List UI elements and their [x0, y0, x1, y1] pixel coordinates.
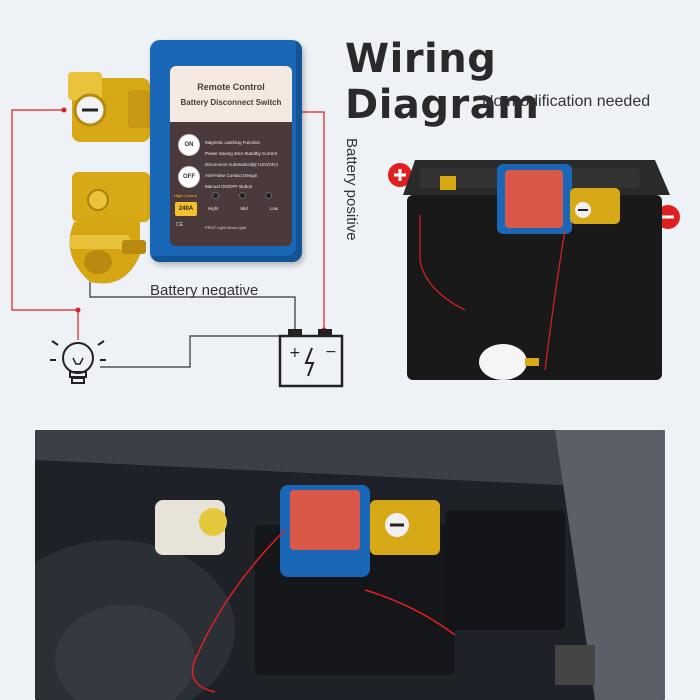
- feature-item: Anti-False Contact Design: [205, 173, 258, 178]
- battery-negative-label: Battery negative: [150, 282, 259, 299]
- feature-item: Magnetic Latching Function: [205, 140, 261, 145]
- on-button[interactable]: ON: [178, 134, 200, 156]
- device-panel-header: [170, 66, 292, 122]
- device-title: Remote Control: [197, 82, 265, 92]
- amp-badge: 240A: [175, 202, 197, 216]
- indicator-light-icon: [212, 192, 219, 199]
- feature-item: Manual ON/OFF Button: [205, 184, 253, 189]
- indicator-lights: [212, 192, 272, 199]
- page-title: Wiring Diagram: [345, 36, 540, 128]
- indicator-label: Low: [269, 206, 278, 211]
- battery-positive-label: Battery positive: [343, 138, 360, 241]
- feature-item: Power Saving 3mA Standby Current: [205, 151, 278, 156]
- negative-terminal-gold: [68, 72, 150, 142]
- feature-list: Magnetic Latching Function Power Saving …: [205, 137, 290, 192]
- wire-negative-dark: [89, 282, 296, 330]
- indicator-light-icon: [265, 192, 272, 199]
- off-button[interactable]: OFF: [178, 166, 200, 188]
- indicator-label: Mid: [240, 206, 248, 211]
- wire-bulb-dark: [100, 335, 285, 368]
- battery-clamp-gold: [69, 172, 150, 284]
- indicator-label: Hight: [208, 206, 219, 211]
- indicator-labels: Hight Mid Low: [208, 206, 278, 211]
- battery-symbol-icon: + −: [278, 329, 344, 388]
- feature-item: Disconnect Automatically(>12V/24V): [205, 162, 278, 167]
- wire-negative-red: [11, 109, 79, 340]
- amp-caption: High Current: [174, 193, 197, 198]
- battery-photo: [388, 160, 680, 380]
- device-subtitle: Battery Disconnect Switch: [180, 98, 282, 107]
- svg-text:+: +: [289, 345, 301, 361]
- svg-text:−: −: [325, 344, 337, 360]
- indicator-light-icon: [238, 192, 246, 199]
- wire-positive-red: [302, 111, 325, 330]
- page-subtitle: No modification needed: [482, 93, 651, 110]
- engine-bay-photo: [35, 430, 665, 700]
- device-bottom-text: PROT Light Work Light: [205, 225, 246, 230]
- ce-mark: CE: [176, 222, 183, 228]
- light-bulb-icon: [50, 340, 106, 384]
